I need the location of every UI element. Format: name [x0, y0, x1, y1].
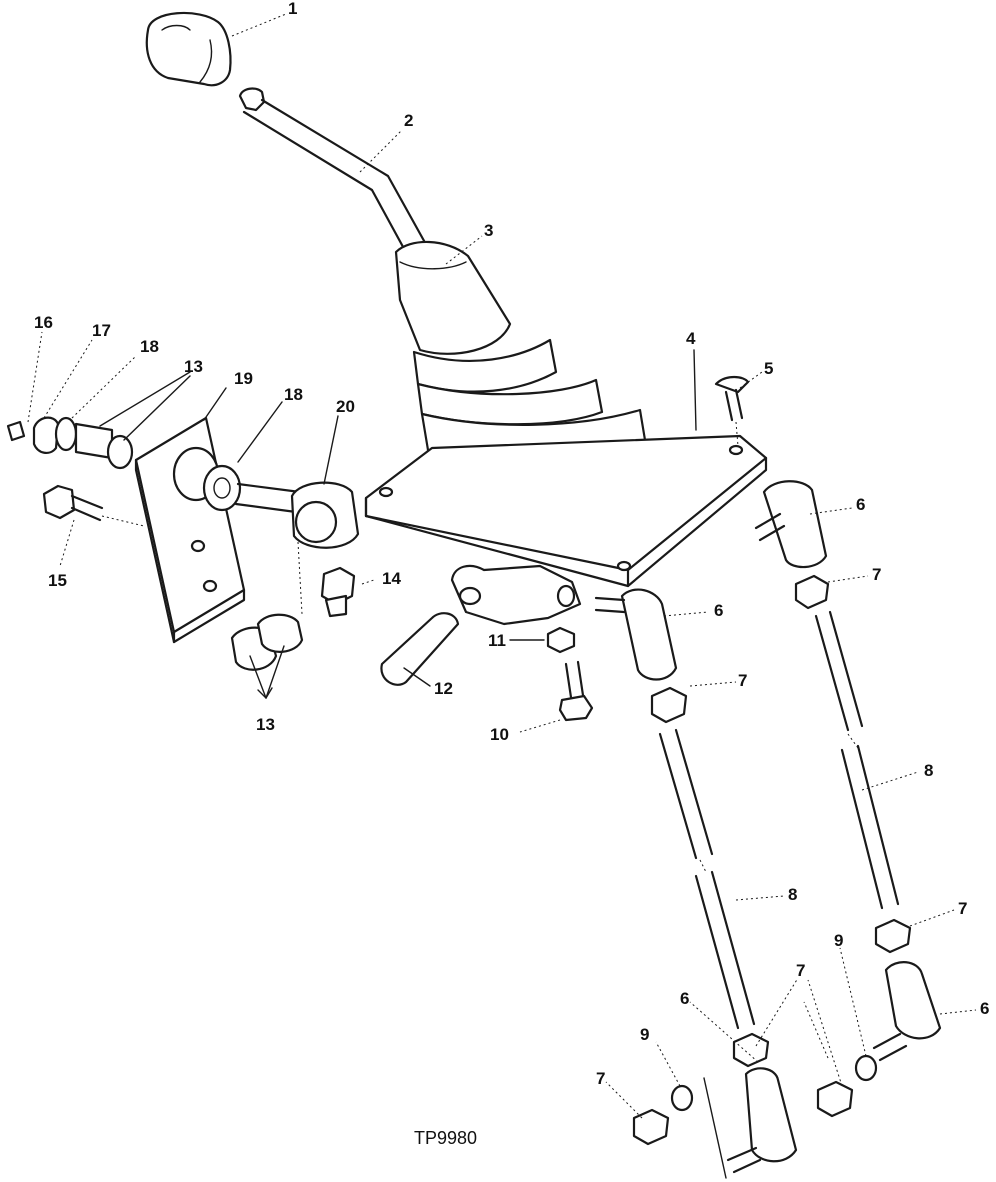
callout-20: 20	[336, 397, 355, 416]
bolt-15	[42, 484, 104, 522]
callout-17: 17	[92, 321, 111, 340]
bushings-13	[230, 613, 304, 671]
callout-8-left: 8	[788, 885, 797, 904]
callout-3: 3	[484, 221, 493, 240]
callout-9-left: 9	[640, 1025, 649, 1044]
callout-1: 1	[288, 0, 297, 18]
callout-13-lower: 13	[256, 715, 275, 734]
callout-11: 11	[488, 631, 506, 650]
callout-2: 2	[404, 111, 413, 130]
callout-18-left: 18	[140, 337, 159, 356]
ball-joint-upper-right	[754, 480, 828, 569]
nut-11	[546, 626, 576, 654]
callout-6-lower-right: 6	[980, 999, 989, 1018]
callout-15: 15	[48, 571, 67, 590]
callout-6-mid: 6	[714, 601, 723, 620]
callout-10: 10	[490, 725, 509, 744]
callout-7-right: 7	[958, 899, 967, 918]
fitting-14	[320, 566, 356, 618]
callout-13-upper: 13	[184, 357, 203, 376]
callout-numbers: 1 2 3 4 5 6 6 6 6 7 7 7 7 7 8 8 9 9 10 1…	[34, 0, 989, 1088]
rods-8	[658, 610, 900, 1030]
callout-5: 5	[764, 359, 773, 378]
bolt-10	[558, 660, 594, 722]
callout-6-upper: 6	[856, 495, 865, 514]
pivot-pin	[380, 612, 460, 686]
callout-7-lower: 7	[796, 961, 805, 980]
callout-18-right: 18	[284, 385, 303, 404]
washers-9	[670, 1054, 878, 1112]
bushing-stack	[172, 446, 360, 549]
left-shaft-parts	[6, 416, 134, 470]
leader-lines	[27, 13, 977, 1179]
callout-7-mid: 7	[738, 671, 747, 690]
callout-16: 16	[34, 313, 53, 332]
callout-7-upper: 7	[872, 565, 881, 584]
callout-6-lower-left: 6	[680, 989, 689, 1008]
callout-14: 14	[382, 569, 401, 588]
ball-joint-lower-right	[872, 961, 942, 1062]
nuts-7	[632, 574, 912, 1146]
ball-joint-lower-left	[726, 1067, 798, 1174]
shift-lever	[238, 87, 430, 258]
callout-7-bottom-left: 7	[596, 1069, 605, 1088]
callout-8-right: 8	[924, 761, 933, 780]
ball-joint-mid	[594, 588, 678, 681]
callout-4: 4	[686, 329, 696, 348]
figure-code: TP9980	[414, 1128, 477, 1148]
pivot-block	[450, 564, 582, 626]
callout-9-right: 9	[834, 931, 843, 950]
plate-screw	[714, 375, 750, 447]
callout-12: 12	[434, 679, 453, 698]
shift-knob	[145, 11, 232, 87]
mounting-plate	[364, 434, 768, 588]
callout-19: 19	[234, 369, 253, 388]
